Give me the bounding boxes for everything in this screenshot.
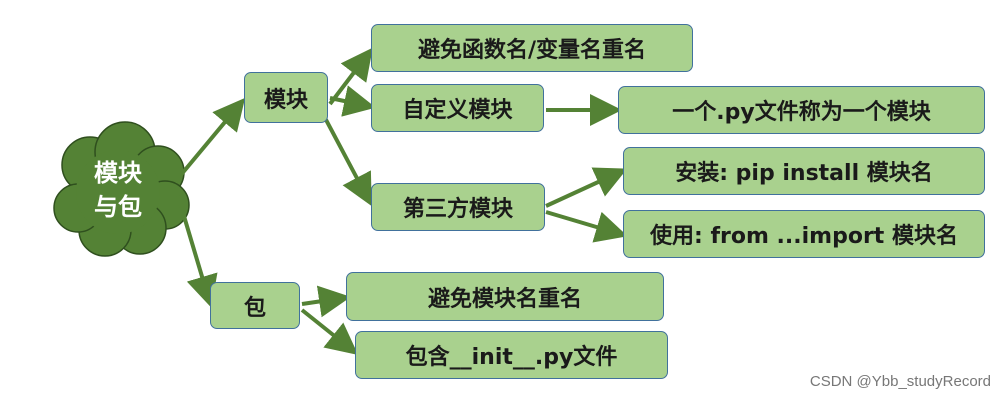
node-package: 包 (210, 282, 300, 329)
node-module-avoid-conflict: 避免函数名/变量名重名 (371, 24, 693, 72)
arrow-package-to-avoid-conflict (301, 285, 351, 318)
arrow-module-to-custom (329, 85, 376, 117)
arrow-root-to-package (176, 195, 218, 308)
arrow-module-to-avoid-conflict (328, 47, 373, 106)
node-third-party-module: 第三方模块 (371, 183, 545, 231)
watermark: CSDN @Ybb_studyRecord (809, 373, 991, 390)
root-node-label: 模块 与包 (58, 145, 178, 235)
node-use: 使用: from ...import 模块名 (623, 210, 985, 258)
node-custom-module: 自定义模块 (371, 84, 544, 132)
root-label-line1: 模块 (94, 159, 142, 187)
arrow-third-party-to-use (545, 210, 628, 243)
node-init-file: 包含__init__.py文件 (355, 331, 668, 379)
root-label-line2: 与包 (94, 193, 142, 221)
arrow-third-party-to-install (545, 167, 628, 208)
node-package-avoid-conflict: 避免模块名重名 (346, 272, 664, 321)
arrow-root-to-module (173, 97, 246, 184)
node-install: 安装: pip install 模块名 (623, 147, 985, 195)
node-module: 模块 (244, 72, 328, 123)
arrow-module-to-third-party (322, 115, 372, 207)
arrow-package-to-init-file (300, 308, 359, 355)
node-custom-module-desc: 一个.py文件称为一个模块 (618, 86, 985, 134)
root-cloud-shape (53, 121, 190, 257)
